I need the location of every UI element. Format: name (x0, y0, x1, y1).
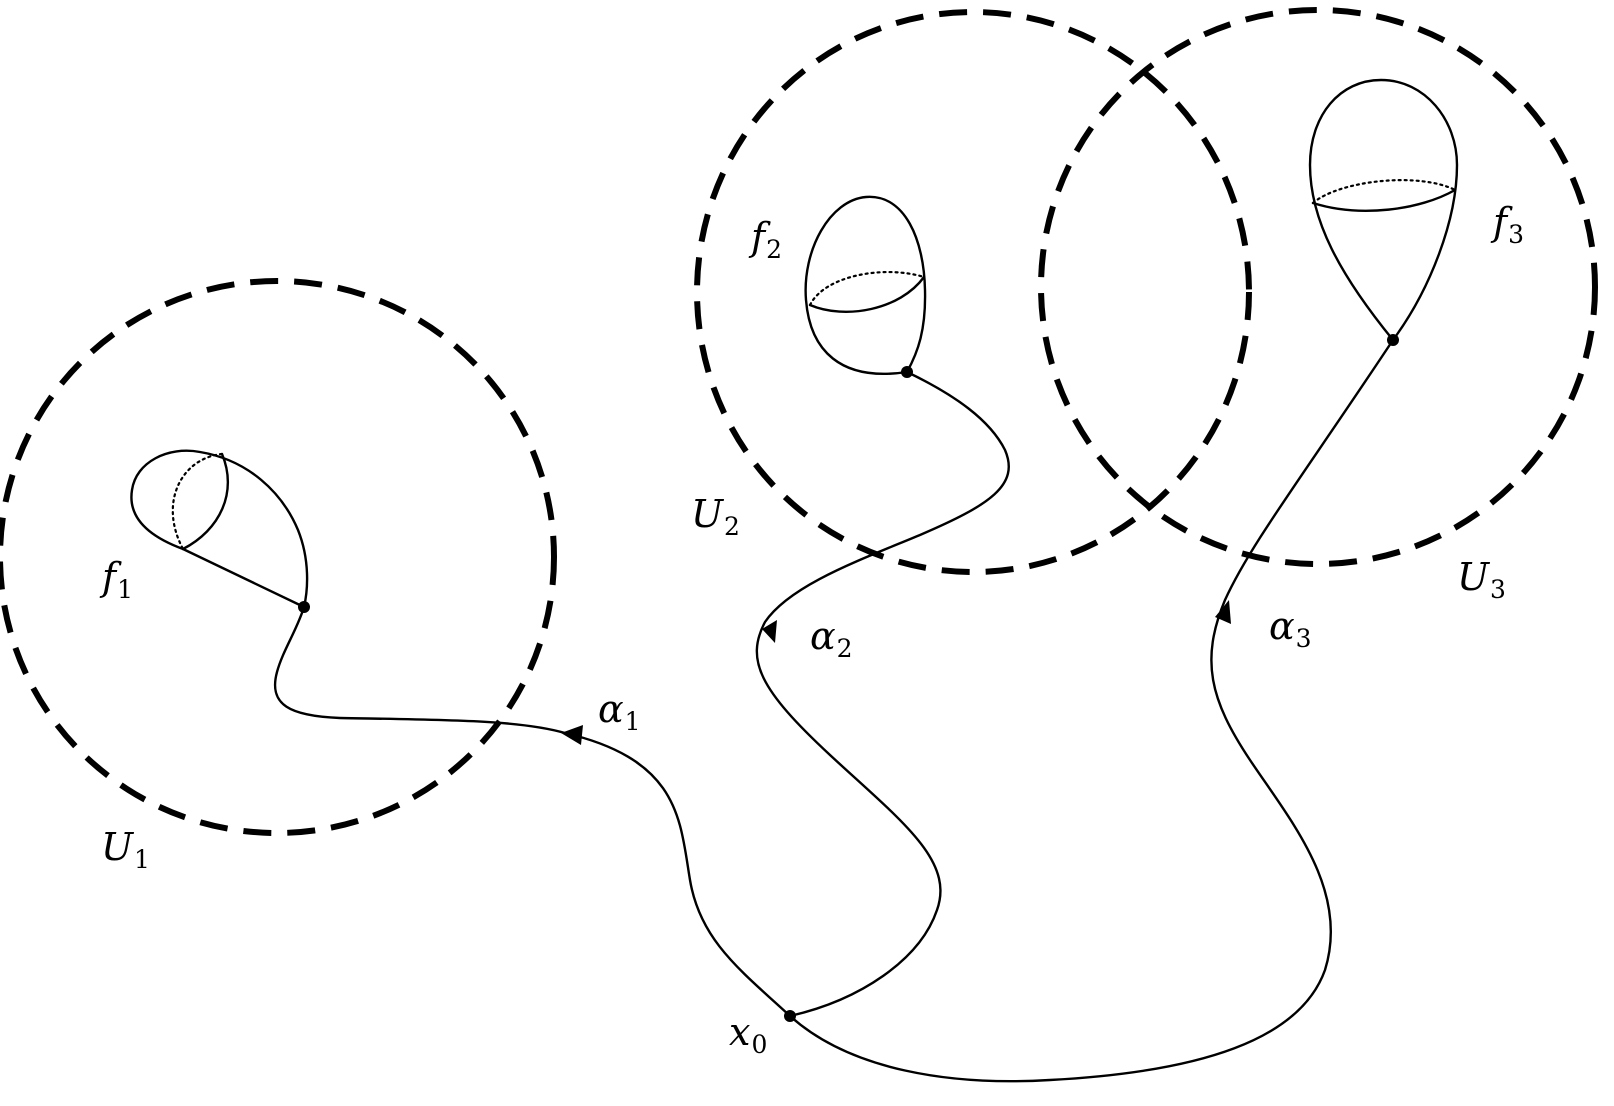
label-f2: f2 (751, 215, 782, 264)
path-alpha2 (755, 370, 1010, 1018)
label-U2: U2 (691, 492, 740, 541)
neighborhood-U3-circle (1038, 7, 1598, 567)
arrow-alpha3-icon (1215, 600, 1231, 624)
attach-point-f3 (1387, 334, 1399, 346)
sphere-f3 (1308, 78, 1459, 342)
label-f3: f3 (1493, 200, 1524, 249)
path-alpha1 (273, 605, 792, 1018)
arrow-alpha1-icon (561, 725, 583, 745)
basepoint-x0 (784, 1010, 796, 1022)
label-alpha2: α2 (810, 614, 853, 663)
label-alpha3: α3 (1269, 604, 1312, 653)
label-U1: U1 (101, 825, 150, 874)
label-U3: U3 (1457, 555, 1506, 604)
sphere-f1 (130, 449, 309, 609)
sphere-f2 (804, 195, 927, 375)
arrow-alpha2-icon (762, 620, 777, 643)
label-f1: f1 (102, 555, 133, 604)
neighborhood-U2-circle (694, 9, 1252, 575)
label-x0: x0 (729, 1010, 768, 1059)
path-alpha3 (788, 338, 1395, 1083)
attach-point-f2 (901, 366, 913, 378)
label-alpha1: α1 (598, 687, 641, 736)
attach-point-f1 (298, 601, 310, 613)
neighborhood-U1-circle (0, 278, 557, 836)
